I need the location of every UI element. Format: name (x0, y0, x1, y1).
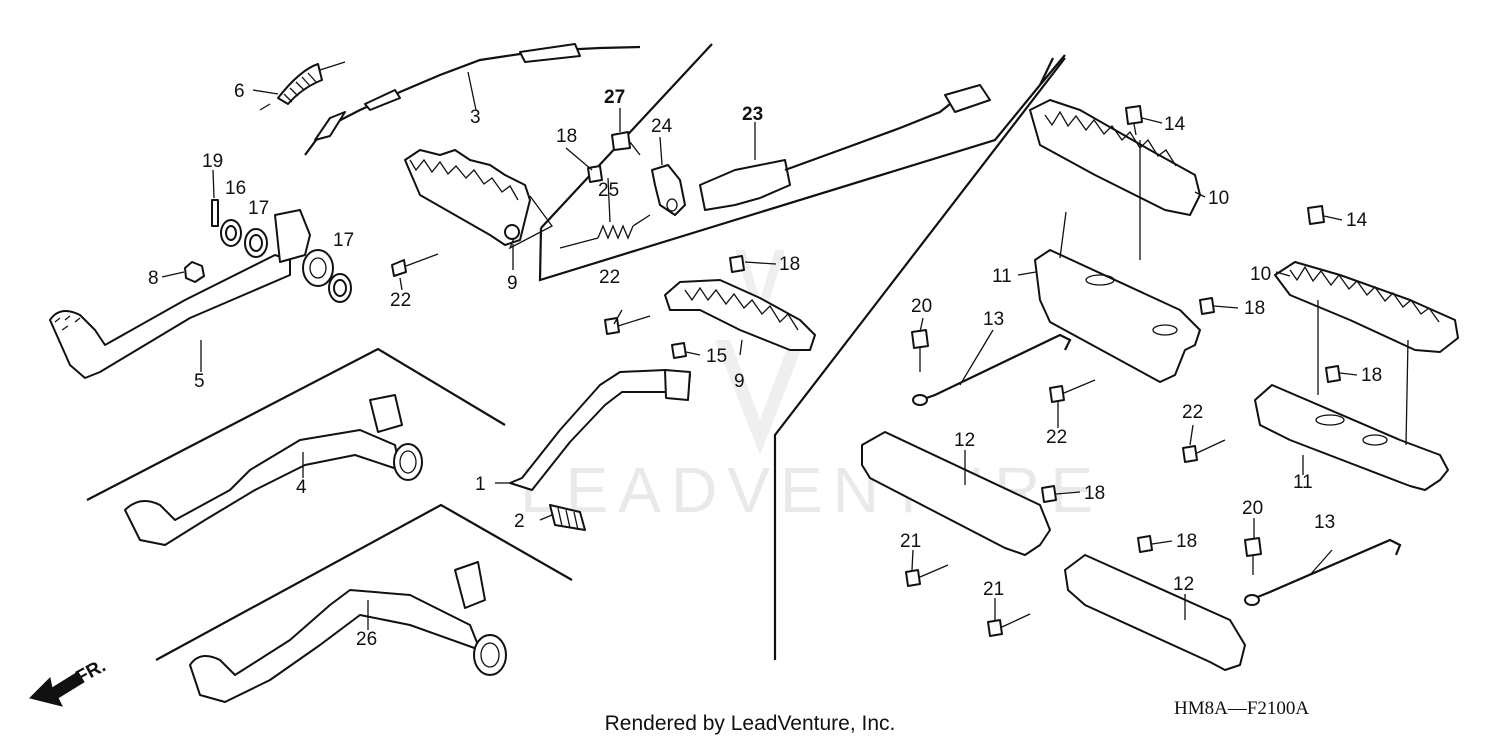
callout-12-a: 12 (954, 430, 975, 451)
diagram-code: HM8A—F2100A (1174, 698, 1309, 719)
part-12-plate-lower (1064, 554, 1246, 671)
callout-22-b: 22 (599, 267, 620, 288)
part-6-spring (259, 61, 346, 111)
callout-21-a: 21 (900, 531, 921, 552)
part-19-pin (211, 199, 219, 227)
callout-5: 5 (194, 371, 205, 392)
part-11-bracket-upper (1034, 249, 1201, 383)
callout-labels: 6 3 19 16 17 17 8 5 4 26 18 22 9 27 24 2… (148, 81, 1382, 650)
callout-8: 8 (148, 268, 159, 289)
callout-19: 19 (202, 151, 223, 172)
callout-22-a: 22 (390, 290, 411, 311)
callout-9-a: 9 (507, 273, 518, 294)
callout-18-e: 18 (1084, 483, 1105, 504)
part-20-bolts (911, 329, 1262, 575)
small-hardware-left (184, 199, 352, 303)
callout-23: 23 (742, 104, 763, 125)
callout-1: 1 (475, 474, 486, 495)
callout-11-b: 11 (1293, 472, 1313, 493)
part-5-brake-pedal (49, 209, 334, 379)
callout-18-f: 18 (1176, 531, 1197, 552)
callout-22-d: 22 (1046, 427, 1067, 448)
part-9-footpeg-left (391, 149, 603, 277)
part-25-spring (597, 224, 634, 240)
callout-27: 27 (604, 87, 625, 108)
callout-18-c: 18 (1244, 298, 1265, 319)
callout-3: 3 (470, 107, 481, 128)
part-14-bolt-upper (1125, 105, 1143, 136)
part-26-brake-pedal (189, 561, 507, 703)
part-9-footpeg-center (604, 255, 816, 359)
cable-section-hardware (559, 84, 991, 249)
callout-26: 26 (356, 629, 377, 650)
part-27-bolt (611, 131, 631, 151)
callout-18-d: 18 (1361, 365, 1382, 386)
callout-12-b: 12 (1173, 574, 1194, 595)
part-14-bolt-lower (1307, 205, 1325, 225)
part-8-nut (184, 261, 205, 283)
section-dividers (86, 43, 1066, 661)
callout-18-b: 18 (779, 254, 800, 275)
right-side-hardware (905, 297, 1341, 637)
callout-13-b: 13 (1314, 512, 1335, 533)
callout-16: 16 (225, 178, 246, 199)
callout-17-b: 17 (333, 230, 354, 251)
part-1-shift-lever (509, 369, 691, 491)
callout-13-a: 13 (983, 309, 1004, 330)
part-22-bolt-b (604, 317, 620, 335)
front-direction-arrow: FR. (29, 656, 109, 707)
callout-4: 4 (296, 477, 307, 498)
callout-9-b: 9 (734, 371, 745, 392)
part-15-bolt (671, 342, 687, 359)
callout-20-b: 20 (1242, 498, 1263, 519)
part-23-switch (699, 159, 791, 211)
part-13-rod-upper (912, 333, 1072, 406)
callout-6: 6 (234, 81, 245, 102)
callout-14-a: 14 (1164, 114, 1186, 135)
callout-10-a: 10 (1208, 188, 1229, 209)
leader-lines (161, 71, 1409, 630)
callout-21-b: 21 (983, 579, 1004, 600)
callout-22-c: 22 (1182, 402, 1203, 423)
part-24-clip (651, 164, 686, 216)
part-18-nut-b (729, 255, 745, 273)
part-2-shift-rubber (549, 504, 586, 531)
part-12-plate-upper (861, 431, 1051, 556)
callout-18-a: 18 (556, 126, 577, 147)
part-13-rod-lower (1244, 538, 1402, 606)
callout-2: 2 (514, 511, 525, 532)
part-3-cable (304, 43, 641, 156)
callout-11-a: 11 (992, 266, 1012, 287)
callout-10-b: 10 (1250, 264, 1271, 285)
part-11-bracket-lower (1254, 384, 1449, 491)
callout-20-a: 20 (911, 296, 932, 317)
callout-15: 15 (706, 346, 727, 367)
callout-24: 24 (651, 116, 673, 137)
render-credit: Rendered by LeadVenture, Inc. (604, 712, 896, 735)
callout-25: 25 (598, 180, 619, 201)
part-22-bolt-a (391, 259, 407, 277)
callout-17-a: 17 (248, 198, 269, 219)
callout-14-b: 14 (1346, 210, 1368, 231)
part-10-footpeg-lower (1274, 261, 1459, 353)
part-4-brake-pedal (124, 394, 423, 546)
